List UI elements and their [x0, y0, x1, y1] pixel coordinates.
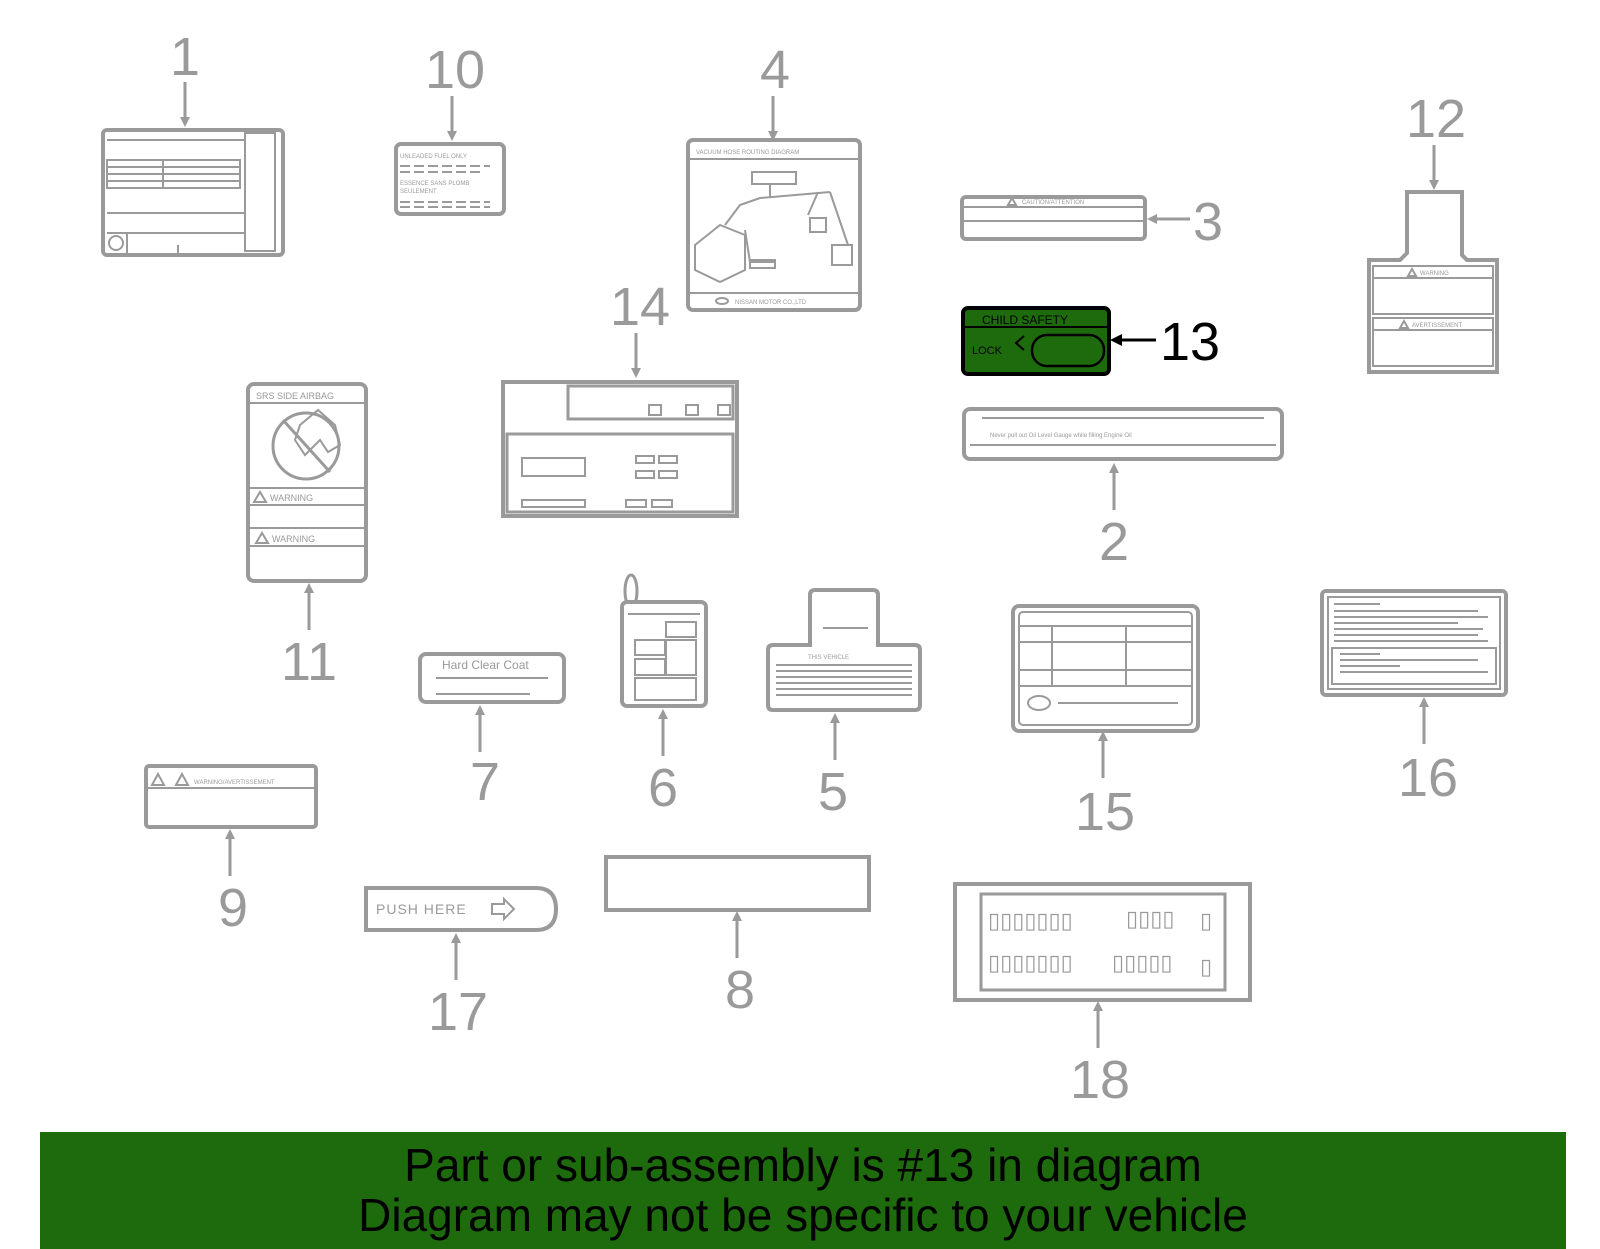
label-10-title: UNLEADED FUEL ONLY [400, 154, 467, 160]
label-13-lock-arrow-icon [1014, 335, 1025, 351]
part-16[interactable]: 16 [1320, 589, 1508, 808]
part-14[interactable]: 14 [501, 277, 739, 518]
label-12-warn: WARNING [1420, 271, 1449, 277]
callout-4: 4 [760, 40, 790, 100]
label-18-row1a: ▯▯▯▯▯▯▯ [988, 909, 1073, 934]
engine-outline [694, 223, 746, 284]
label-10-sub2: SEULEMENT [400, 189, 437, 195]
label-9-warning-icon-1 [150, 771, 166, 786]
label-5-body [766, 588, 922, 712]
label-10-body [394, 142, 506, 216]
label-11-warn1: WARNING [270, 493, 313, 503]
label-17-body [364, 886, 559, 932]
callout-14: 14 [610, 277, 670, 337]
label-4-body [686, 138, 862, 312]
banner-line-2: Diagram may not be specific to your vehi… [358, 1189, 1248, 1241]
callout-10: 10 [425, 40, 485, 100]
callout-5: 5 [818, 762, 848, 822]
label-18-row1b: ▯▯▯▯ [1126, 907, 1174, 932]
part-1[interactable]: 1 [101, 27, 285, 257]
callout-8: 8 [725, 960, 755, 1020]
label-7-text: Hard Clear Coat [442, 658, 529, 672]
label-13-lever [1030, 333, 1106, 368]
callout-6: 6 [648, 758, 678, 818]
callout-11: 11 [281, 632, 337, 692]
label-15-body [1011, 604, 1200, 733]
label-14-body [501, 380, 739, 518]
label-18-row1c: ▯ [1200, 909, 1212, 934]
label-1-circle-icon [108, 235, 124, 251]
part-7[interactable]: Hard Clear Coat 7 [418, 652, 566, 812]
callout-15: 15 [1075, 782, 1135, 842]
label-9-body [144, 764, 318, 829]
label-2-text: Never pull out Oil Level Gauge while fil… [990, 433, 1132, 439]
label-3-text: CAUTION/ATTENTION [1022, 200, 1084, 206]
label-11-warning-icon-1 [252, 490, 268, 503]
callout-3: 3 [1193, 192, 1223, 252]
part-13[interactable]: CHILD SAFETY LOCK 13 [961, 306, 1220, 376]
label-3-warning-icon [1006, 195, 1018, 206]
callout-17: 17 [428, 982, 488, 1042]
push-arrow-icon [491, 896, 516, 922]
label-9-text: WARNING/AVERTISSEMENT [194, 780, 275, 786]
part-5[interactable]: THIS VEHICLE 5 [766, 588, 922, 822]
label-9-warning-icon-2 [174, 771, 190, 786]
label-1-body [101, 128, 285, 257]
label-2-body [962, 407, 1284, 461]
label-12-warning-icon [1406, 266, 1418, 277]
callout-18: 18 [1070, 1050, 1130, 1110]
callout-16: 16 [1398, 748, 1458, 808]
label-12-avert: AVERTISSEMENT [1412, 323, 1462, 329]
label-1-side-panel [244, 132, 276, 252]
label-18-row2c: ▯ [1200, 955, 1212, 980]
part-3[interactable]: CAUTION/ATTENTION 3 [960, 192, 1223, 252]
part-8[interactable]: 8 [604, 855, 871, 1020]
part-12[interactable]: 12 WARNING AVERTISSEMENT [1367, 89, 1499, 374]
part-10[interactable]: 10 UNLEADED FUEL ONLY ESSENCE SANS PLOMB… [394, 40, 506, 216]
info-banner: Part or sub-assembly is #13 in diagram D… [40, 1132, 1566, 1249]
part-11[interactable]: SRS SIDE AIRBAG WARNING WARNING 11 [246, 382, 368, 692]
label-11-warn2: WARNING [272, 534, 315, 544]
label-18-body [953, 882, 1252, 1002]
part-15[interactable]: 15 [1011, 604, 1200, 842]
label-15-oval [1027, 695, 1051, 711]
label-8-body [604, 855, 871, 912]
callout-7: 7 [470, 752, 500, 812]
label-18-row2b: ▯▯▯▯▯ [1112, 951, 1173, 976]
part-6[interactable]: 6 [620, 573, 708, 818]
part-17[interactable]: PUSH HERE 17 [364, 886, 559, 1042]
label-17-text: PUSH HERE [376, 901, 467, 917]
label-4-title: VACUUM HOSE ROUTING DIAGRAM [696, 150, 799, 156]
label-12-avert-icon [1398, 318, 1410, 329]
label-4-footer: NISSAN MOTOR CO.,LTD [735, 300, 807, 306]
label-11-title: SRS SIDE AIRBAG [256, 391, 334, 401]
label-11-warning-icon-2 [254, 531, 270, 544]
label-12-body [1367, 190, 1499, 374]
label-10-sub1: ESSENCE SANS PLOMB [400, 181, 469, 187]
label-13-lock: LOCK [972, 345, 1003, 357]
banner-line-1: Part or sub-assembly is #13 in diagram [404, 1139, 1202, 1191]
label-5-text: THIS VEHICLE [808, 655, 849, 661]
nissan-logo-icon [715, 297, 729, 305]
part-9[interactable]: WARNING/AVERTISSEMENT 9 [144, 764, 318, 938]
label-18-row2a: ▯▯▯▯▯▯▯ [988, 951, 1073, 976]
callout-2: 2 [1099, 512, 1129, 572]
callout-12: 12 [1406, 89, 1466, 149]
label-16-body [1320, 589, 1508, 697]
part-2[interactable]: Never pull out Oil Level Gauge while fil… [962, 407, 1284, 572]
callout-9: 9 [218, 878, 248, 938]
label-13-title: CHILD SAFETY [982, 313, 1068, 327]
callout-13: 13 [1160, 312, 1220, 372]
callout-1: 1 [170, 27, 200, 87]
part-4[interactable]: 4 VACUUM HOSE ROUTING DIAGRAM NISSAN MOT… [686, 40, 862, 312]
part-18[interactable]: ▯▯▯▯▯▯▯ ▯▯▯▯ ▯ ▯▯▯▯▯▯▯ ▯▯▯▯▯ ▯ 18 [953, 882, 1252, 1110]
